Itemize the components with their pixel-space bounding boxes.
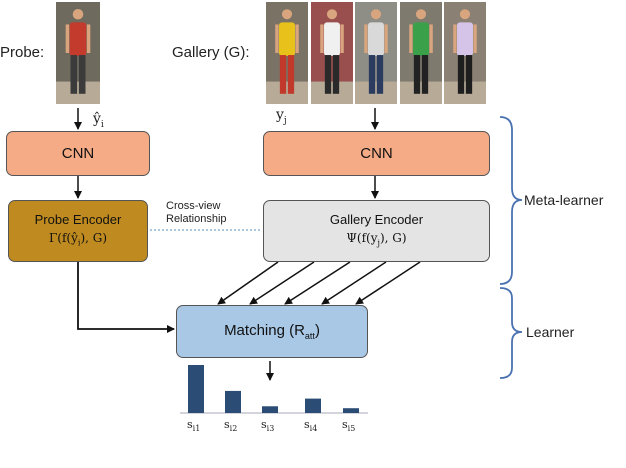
matching-label: Matching (Ratt) xyxy=(224,322,320,341)
gallery-label: Gallery (G): xyxy=(172,44,250,61)
probe-image xyxy=(56,2,100,104)
meta-learner-label: Meta-learner xyxy=(524,192,604,208)
cross-view-label: Cross-view Relationship xyxy=(166,200,227,225)
score-bar-s_i3 xyxy=(262,406,278,413)
arrow-gallery-to-matching-3 xyxy=(284,261,351,305)
cnn-right-box: CNN xyxy=(263,131,490,176)
gallery-person-figure-5 xyxy=(444,2,486,104)
gallery-image-5 xyxy=(444,2,486,104)
score-bar-chart xyxy=(180,365,368,414)
arrow-gallery-to-matching-2 xyxy=(249,261,315,305)
score-bar-s_i2 xyxy=(225,390,241,413)
gallery-symbol: yj xyxy=(276,107,287,127)
gallery-image-1 xyxy=(266,2,308,104)
arrow-gallery-to-matching-5 xyxy=(355,261,421,305)
gallery-person-figure-4 xyxy=(400,2,442,104)
learner-label: Learner xyxy=(526,324,575,340)
arrow-probe-encoder-to-matching xyxy=(77,262,175,333)
probe-encoder-box: Probe Encoder Γ(f(ŷi), G) xyxy=(8,200,148,262)
gallery-image-2 xyxy=(311,2,353,104)
cnn-right-label: CNN xyxy=(360,145,393,162)
gallery-encoder-formula: Ψ(f(yj), G) xyxy=(346,230,407,248)
score-tick-label-s_i5: si5 xyxy=(342,418,356,434)
probe-person-figure xyxy=(56,2,100,104)
score-tick-label-s_i2: si2 xyxy=(224,418,238,434)
cnn-left-label: CNN xyxy=(61,145,95,162)
score-tick-label-s_i3: si3 xyxy=(261,418,275,434)
matching-box: Matching (Ratt) xyxy=(176,305,368,358)
probe-label: Probe: xyxy=(0,44,45,61)
gallery-image-4 xyxy=(400,2,442,104)
score-bar-s_i1 xyxy=(188,365,204,413)
gallery-person-figure-1 xyxy=(266,2,308,104)
gallery-person-figure-2 xyxy=(311,2,353,104)
arrow-gallery-to-matching-4 xyxy=(321,261,387,305)
gallery-encoder-box: Gallery Encoder Ψ(f(yj), G) xyxy=(263,200,490,262)
gallery-encoder-title: Gallery Encoder xyxy=(329,211,424,227)
learner-bracket xyxy=(499,287,523,379)
probe-symbol: ŷi xyxy=(93,111,104,131)
gallery-image-3 xyxy=(355,2,397,104)
probe-encoder-formula: Γ(f(ŷi), G) xyxy=(48,230,108,248)
score-bar-s_i4 xyxy=(305,398,321,413)
cnn-left-box: CNN xyxy=(6,131,150,176)
gallery-person-figure-3 xyxy=(355,2,397,104)
score-tick-label-s_i4: si4 xyxy=(304,418,318,434)
arrow-gallery-to-matching-1 xyxy=(217,261,279,305)
probe-encoder-title: Probe Encoder xyxy=(34,211,122,227)
score-tick-label-s_i1: si1 xyxy=(187,418,201,434)
score-bar-s_i5 xyxy=(343,408,359,413)
meta-learner-bracket xyxy=(499,116,523,285)
